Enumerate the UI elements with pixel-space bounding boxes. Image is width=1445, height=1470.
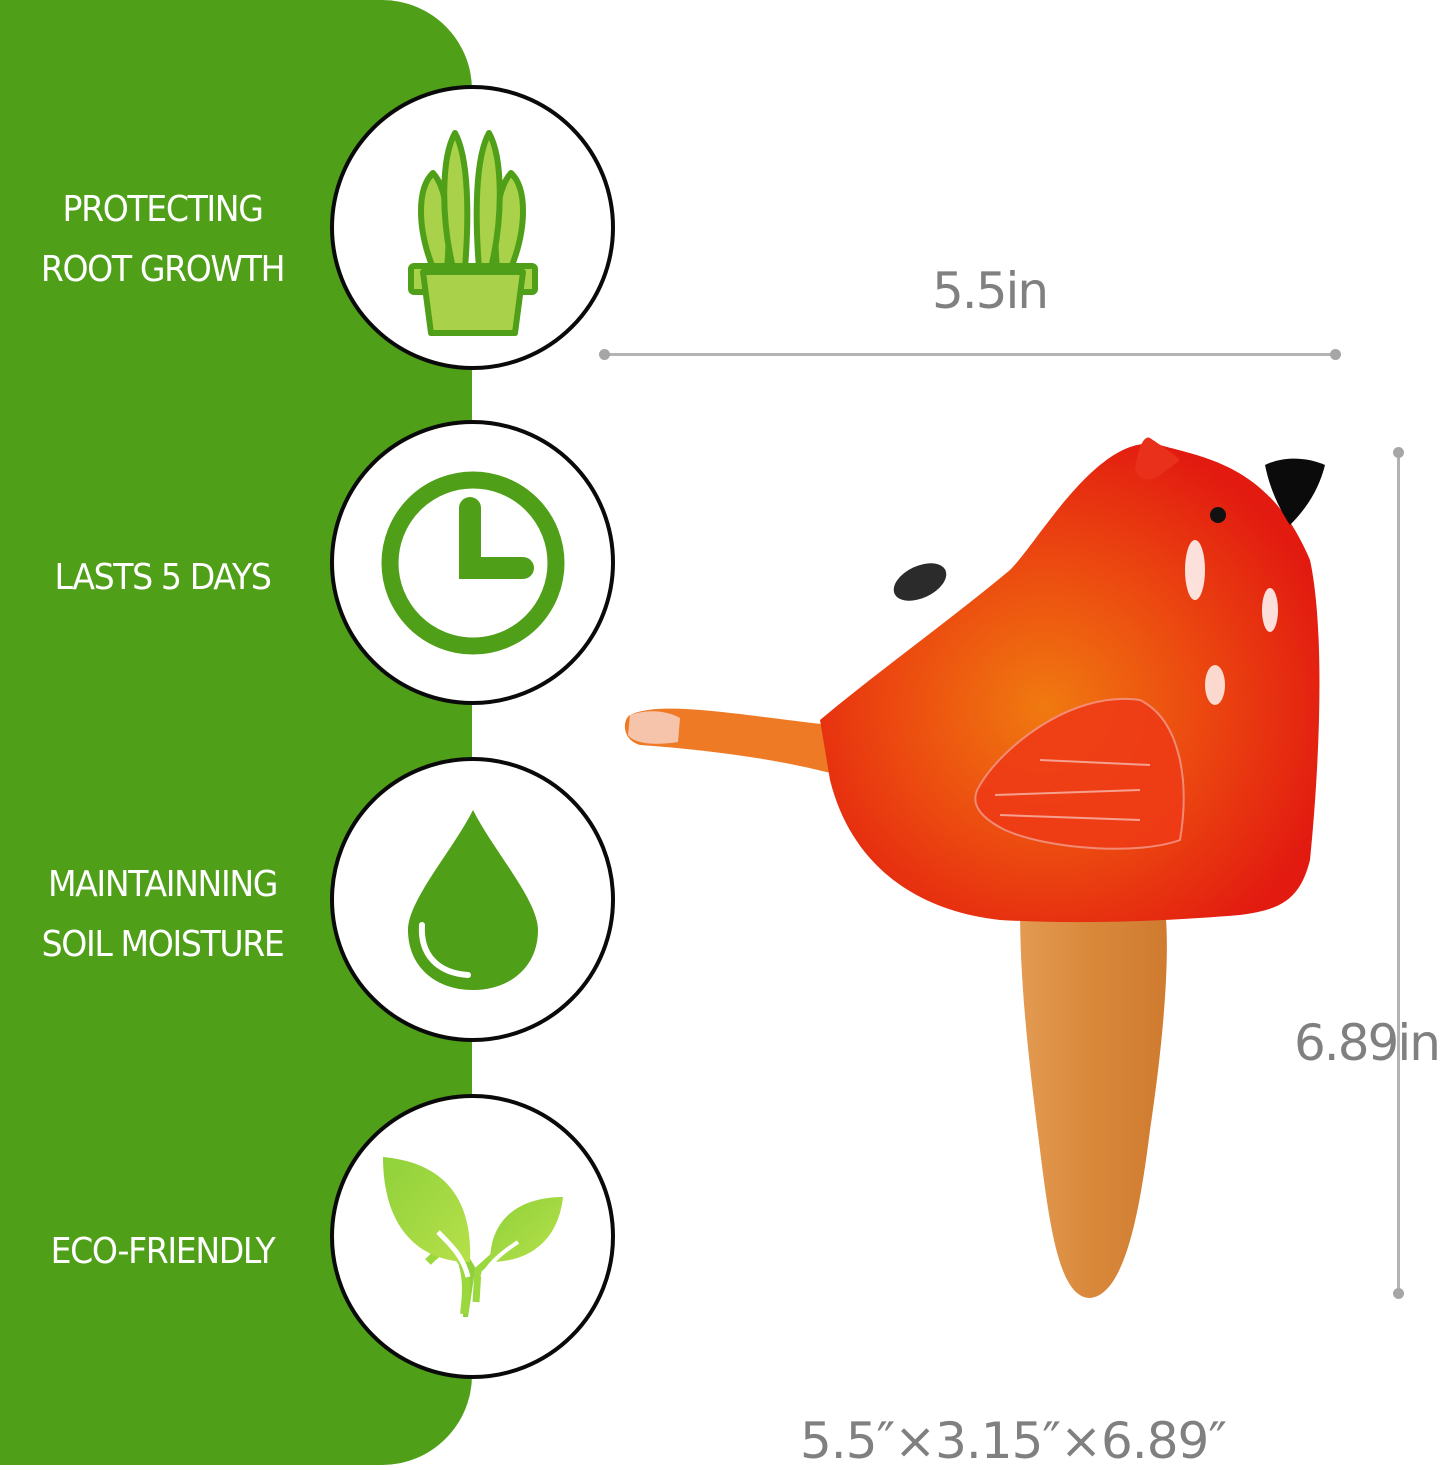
- overall-size-label: 5.5″×3.15″×6.89″: [800, 1412, 1227, 1470]
- feature-label-line: ECO-FRIENDLY: [50, 1231, 276, 1272]
- width-dimension-label: 5.5in: [932, 262, 1049, 320]
- feature-label-lasts-5-days: LASTS 5 DAYS: [13, 548, 312, 608]
- clock-icon: [381, 471, 564, 654]
- feature-label-eco-friendly: ECO-FRIENDLY: [13, 1222, 312, 1282]
- potted-plant-icon: [407, 129, 538, 336]
- feature-label-root-growth: PROTECTING ROOT GROWTH: [13, 180, 312, 300]
- dimension-endpoint-dot: [1330, 349, 1341, 360]
- feature-label-line: LASTS 5 DAYS: [54, 557, 272, 598]
- feature-circle-soil-moisture: [330, 757, 615, 1042]
- sprout-leaves-icon: [382, 1156, 563, 1317]
- bird-beak: [1265, 458, 1325, 525]
- feature-circle-root-growth: [330, 85, 615, 370]
- feature-label-line: MAINTAINNING: [47, 864, 278, 905]
- cardinal-bird-watering-spike-image: [624, 437, 1325, 1298]
- dimension-endpoint-dot: [1393, 447, 1404, 458]
- dimension-endpoint-dot: [1393, 1288, 1404, 1299]
- height-dimension-label: 6.89in: [1294, 1014, 1441, 1072]
- feature-circle-lasts-5-days: [330, 420, 615, 705]
- height-dimension-line: [1397, 452, 1400, 1294]
- glass-bird-body: [820, 443, 1320, 923]
- terracotta-spike: [1020, 908, 1167, 1298]
- dimension-endpoint-dot: [599, 349, 610, 360]
- width-dimension-line: [604, 353, 1336, 356]
- feature-circle-eco-friendly: [330, 1094, 615, 1379]
- feature-label-line: ROOT GROWTH: [40, 249, 286, 290]
- bird-eye: [1210, 507, 1226, 523]
- feature-label-line: PROTECTING: [62, 189, 264, 230]
- feature-label-soil-moisture: MAINTAINNING SOIL MOISTURE: [13, 855, 312, 975]
- water-drop-icon: [407, 809, 538, 990]
- feature-label-line: SOIL MOISTURE: [41, 924, 285, 965]
